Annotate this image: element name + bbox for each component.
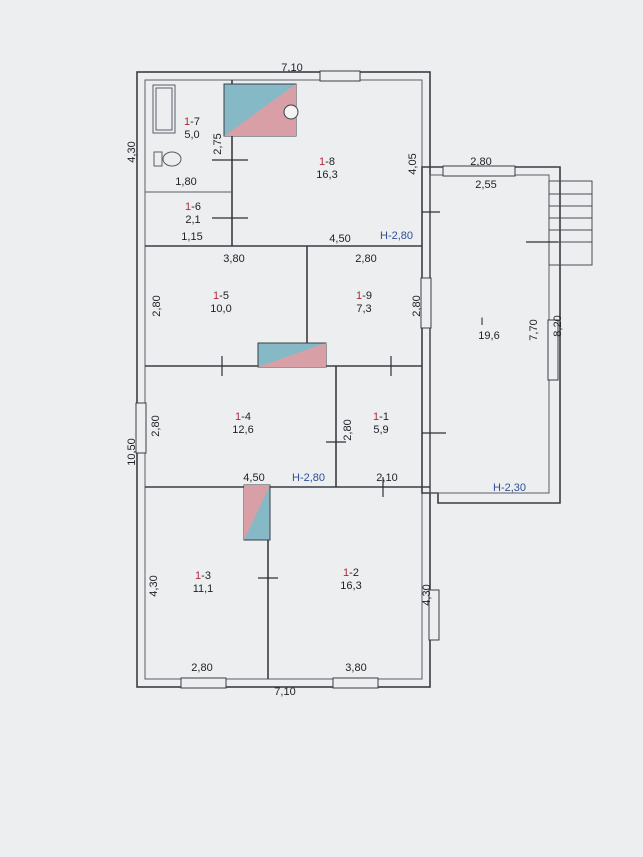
room-area-1-4: 12,6 [232,424,253,436]
dim-1-7-height-inner: 2,75 [212,133,224,154]
windows [135,70,559,689]
room-id-1-4: 1-4 [235,411,251,423]
outer-walls [136,71,431,688]
door-ticks [212,159,558,579]
dim-veranda-inner-length: 7,70 [528,319,540,340]
dim-1-1-width: 2,10 [376,472,397,484]
dim-1-9-height: 2,80 [411,295,423,316]
ceiling-heights: H-2,80 H-2,80 H-2,30 [292,230,526,494]
dim-1-3-width: 2,80 [191,662,212,674]
stove-blocks [223,83,327,541]
bathtub-icon [152,84,176,134]
room-area-1-3: 11,1 [193,583,214,595]
dim-1-6-width: 1,15 [181,231,202,243]
room-area-1-7: 5,0 [184,129,199,141]
height-label-north: H-2,80 [380,230,413,242]
room-id-1-8: 1-8 [319,156,335,168]
dim-1-4-width: 4,50 [243,472,264,484]
dim-1-3-height: 4,30 [148,575,160,596]
dim-1-4-height: 2,80 [150,415,162,436]
partitions [145,80,430,679]
dim-top-width: 7,10 [281,62,302,74]
dim-1-2-width: 3,80 [345,662,366,674]
toilet-icon [153,151,163,167]
room-area-1-6: 2,1 [185,214,200,226]
height-label-middle: H-2,80 [292,472,325,484]
room-id-1-6: 1-6 [185,201,201,213]
room-id-1-3: 1-3 [195,570,211,582]
dim-1-5-width: 3,80 [223,253,244,265]
dim-veranda-outer-width: 2,80 [470,156,491,168]
room-id-1-2: 1-2 [343,567,359,579]
dim-veranda-inner-width: 2,55 [475,179,496,191]
dim-1-8-height: 4,05 [407,153,419,174]
room-area-1-2: 16,3 [340,580,361,592]
dim-1-8-width: 4,50 [329,233,350,245]
dim-1-7-height-outer: 4,30 [126,141,138,162]
room-id-1-7: 1-7 [184,116,200,128]
dim-bottom-width: 7,10 [274,686,295,698]
bath-fixtures [152,84,182,167]
dimension-labels: 7,10 4,30 2,75 1,80 4,05 1,15 4,50 2,80 … [126,62,564,698]
room-id-1-5: 1-5 [213,290,229,302]
room-id-1-9: 1-9 [356,290,372,302]
room-area-1-8: 16,3 [316,169,337,181]
entrance-stairs [548,180,593,266]
dim-1-9-width: 2,80 [355,253,376,265]
dim-1-2-height: 4,30 [421,584,433,605]
room-area-1-5: 10,0 [210,303,231,315]
room-id-1-1: 1-1 [373,411,389,423]
dim-1-7-width: 1,80 [175,176,196,188]
room-area-I: 19,6 [478,330,499,342]
room-area-1-9: 7,3 [356,303,371,315]
room-id-I: I [480,316,483,328]
dim-1-1-height: 2,80 [342,419,354,440]
dim-left-total-length: 10,50 [126,438,138,466]
dim-1-5-height: 2,80 [151,295,163,316]
room-area-1-1: 5,9 [373,424,388,436]
height-label-veranda: H-2,30 [493,482,526,494]
room-labels: 1-7 5,0 1-8 16,3 1-6 2,1 1-5 10,0 1-9 7,… [184,116,500,595]
dim-veranda-outer-length: 8,20 [552,315,564,336]
